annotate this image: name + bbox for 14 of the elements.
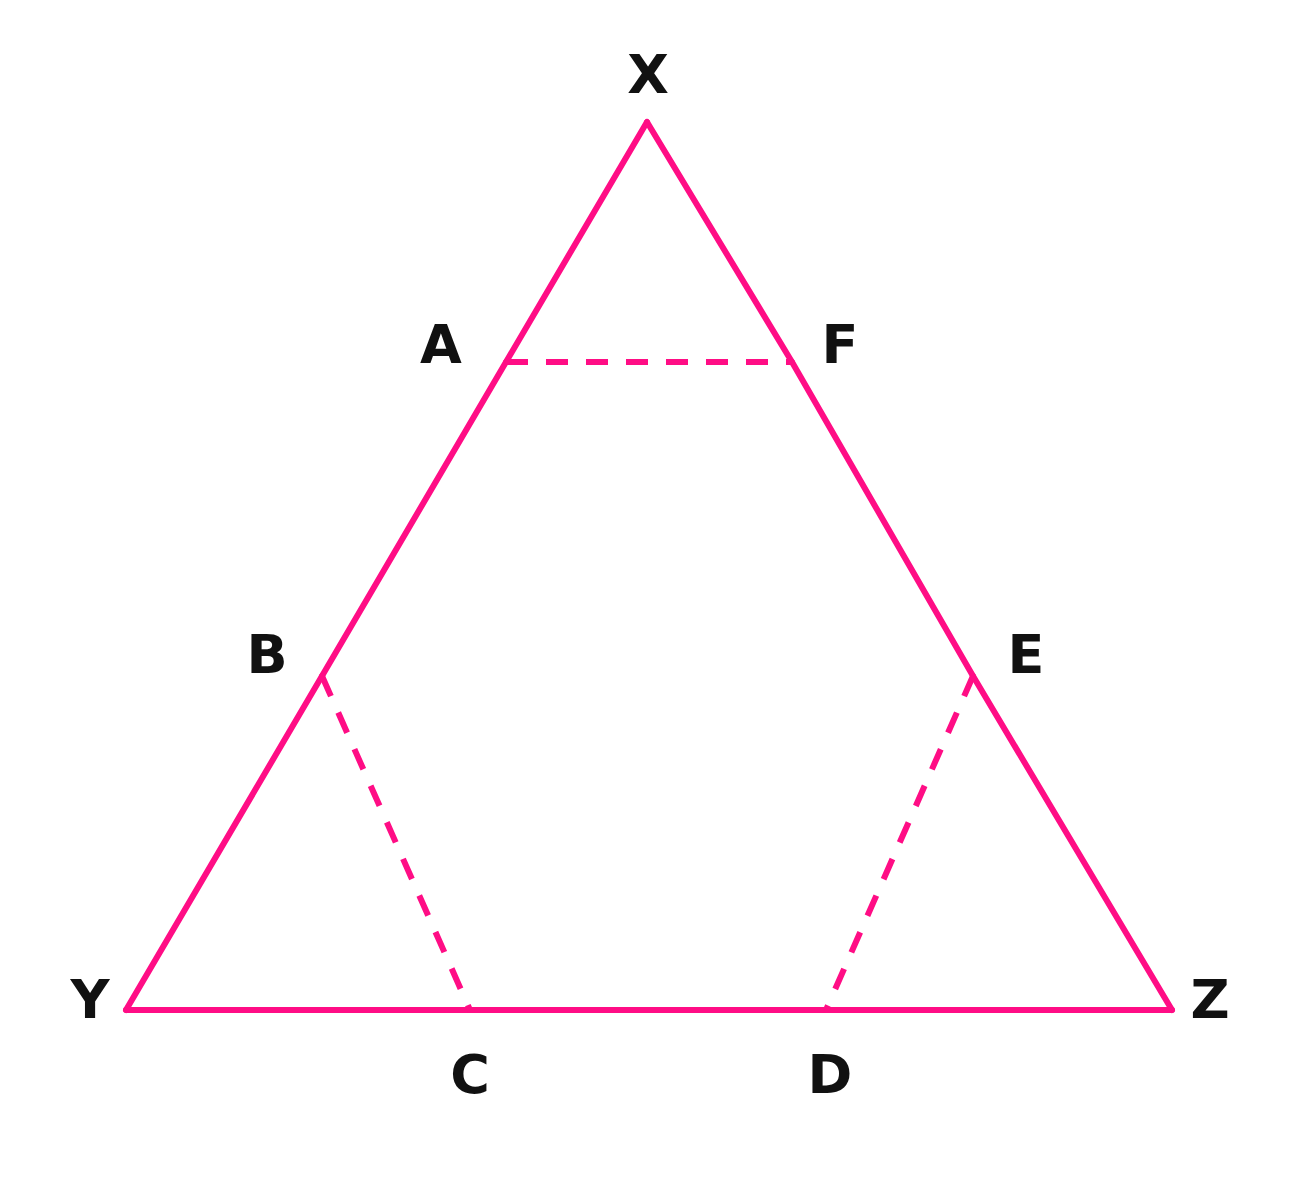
vertex-label: B <box>246 628 288 682</box>
vertex-label: X <box>627 48 669 102</box>
vertex-label: C <box>450 1048 490 1102</box>
vertex-label: F <box>821 318 859 372</box>
vertex-label: A <box>420 318 462 372</box>
line-segment <box>319 359 509 679</box>
line-segment <box>644 119 795 365</box>
vertex-label: D <box>807 1048 853 1102</box>
vertex-label: Y <box>70 973 110 1027</box>
vertex-label: Z <box>1190 973 1230 1027</box>
line-segment <box>789 359 976 679</box>
dashed-line <box>506 359 792 365</box>
line-segment <box>970 673 1175 1013</box>
vertex-label: E <box>1007 628 1045 682</box>
